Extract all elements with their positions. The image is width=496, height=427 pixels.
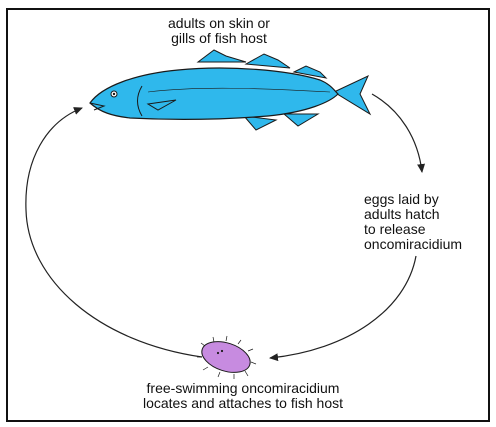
eggs-stage-label: eggs laid by adults hatch to release onc…: [364, 192, 462, 252]
eggs-stage-line-1: eggs laid by: [364, 192, 462, 207]
arrow-eggs-to-oncomiracidium: [270, 256, 416, 358]
adults-stage-line-1: adults on skin or: [144, 16, 294, 31]
adults-stage-label: adults on skin or gills of fish host: [144, 16, 294, 46]
eggs-stage-line-4: oncomiracidium: [364, 237, 462, 252]
oncomiracidium-icon: [197, 336, 256, 379]
arrow-fish-to-eggs: [372, 94, 422, 172]
larva-stage-line-1: free-swimming oncomiracidium: [118, 381, 368, 396]
fish-host-icon: [90, 50, 370, 130]
larva-stage-line-2: locates and attaches to fish host: [118, 396, 368, 411]
eggs-stage-line-2: adults hatch: [364, 207, 462, 222]
diagram-frame: adults on skin or gills of fish host egg…: [6, 8, 490, 422]
eggs-stage-line-3: to release: [364, 222, 462, 237]
larva-stage-label: free-swimming oncomiracidium locates and…: [118, 381, 368, 411]
arrow-oncomiracidium-to-fish: [26, 108, 202, 357]
adults-stage-line-2: gills of fish host: [144, 31, 294, 46]
